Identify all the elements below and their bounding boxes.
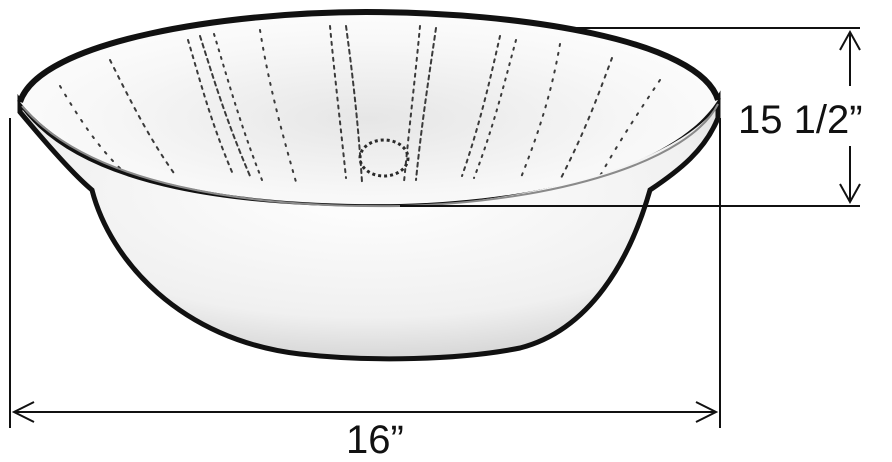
bowl-body [17, 90, 721, 362]
width-arrowhead-right [695, 401, 719, 423]
bowl-interior [20, 14, 718, 205]
bowl-center-dimple [358, 138, 410, 178]
width-dimension-label: 16” [346, 418, 404, 462]
bowl-rim-inner-edge [21, 103, 719, 208]
width-arrowhead-left [11, 401, 35, 423]
depth-dimension-label: 15 1/2” [738, 98, 863, 142]
depth-arrowhead-bottom [839, 183, 861, 205]
depth-arrowhead-top [839, 29, 861, 51]
hammered-texture [59, 25, 661, 183]
bowl-rim [17, 8, 721, 104]
